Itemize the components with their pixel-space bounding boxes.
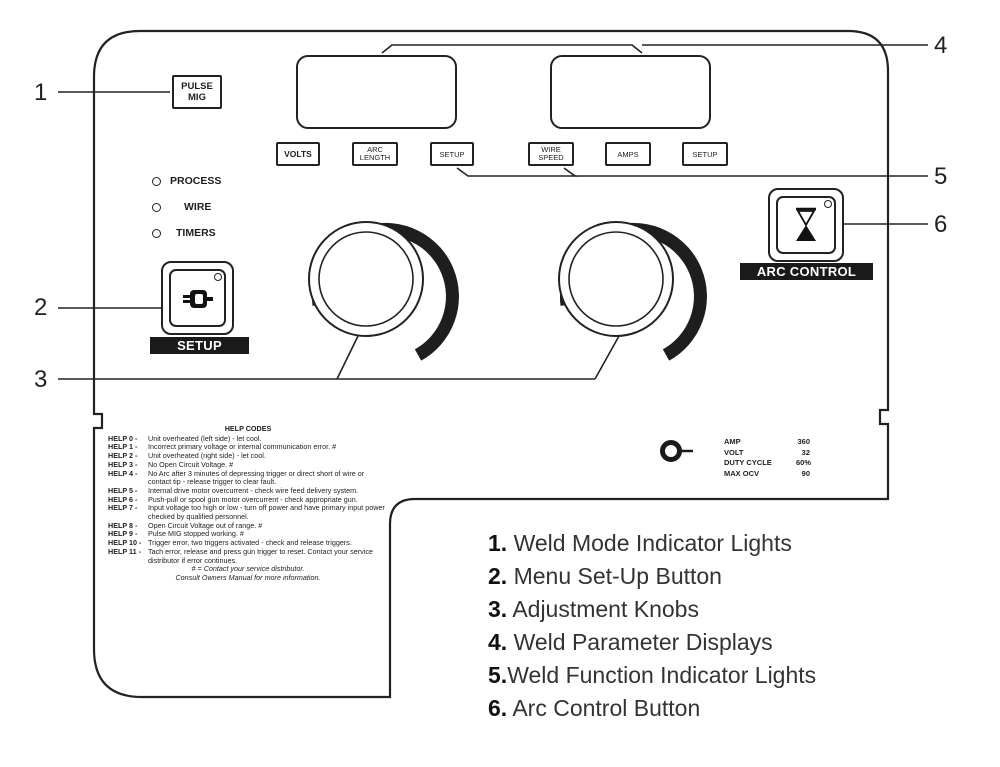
help-row: HELP 11 -Tach error, release and press g… <box>108 546 373 565</box>
help-row: HELP 7 -Input voltage too high or low - … <box>108 503 385 522</box>
help-row: HELP 10 -Trigger error, two triggers act… <box>108 538 352 548</box>
legend-item: 2. Menu Set-Up Button <box>488 563 722 589</box>
callout-1: 1 <box>34 79 48 106</box>
help-row: HELP 5 -Internal drive motor overcurrent… <box>108 485 359 495</box>
help-row: HELP 0 -Unit overheated (left side) - le… <box>108 433 262 443</box>
legend-item: 5.Weld Function Indicator Lights <box>488 662 817 688</box>
callout-2: 2 <box>34 294 48 321</box>
led-icon <box>152 202 161 212</box>
panel-outline <box>92 29 890 699</box>
callout-leader-lines <box>58 44 928 380</box>
help-row: HELP 3 -No Open Circuit Voltage. # <box>108 459 234 469</box>
legend-item: 4. Weld Parameter Displays <box>488 629 773 655</box>
help-codes-title: HELP CODES <box>224 424 272 433</box>
help-row: HELP 4 -No Arc after 3 minutes of depres… <box>108 468 365 487</box>
help-footnote: # = Contact your service distributor. <box>191 564 305 574</box>
legend: 1. Weld Mode Indicator Lights 2. Menu Se… <box>488 527 816 725</box>
led-wire: WIRE <box>152 201 211 213</box>
amps-button[interactable]: AMPS <box>605 142 651 166</box>
callout-3: 3 <box>34 366 48 393</box>
arc-length-button[interactable]: ARC LENGTH <box>352 142 398 166</box>
help-codes-table: HELP CODES HELP 0 -Unit overheated (left… <box>108 424 388 583</box>
arc-control-bar-label: ARC CONTROL <box>740 263 873 280</box>
help-row: HELP 9 -Pulse MIG stopped working. # <box>108 529 244 539</box>
setup-button-right[interactable]: SETUP <box>682 142 728 166</box>
wire-speed-button[interactable]: WIRE SPEED <box>528 142 574 166</box>
led-icon <box>152 228 161 238</box>
led-process: PROCESS <box>152 175 221 187</box>
led-icon <box>824 200 832 208</box>
output-terminal-icon <box>660 440 693 462</box>
callout-5: 5 <box>934 163 948 190</box>
legend-item: 6. Arc Control Button <box>488 695 701 721</box>
setup-button-left[interactable]: SETUP <box>430 142 474 166</box>
callout-4: 4 <box>934 32 948 59</box>
weld-parameter-display-left <box>296 55 457 129</box>
callout-6: 6 <box>934 211 948 238</box>
hourglass-icon <box>796 207 816 241</box>
help-row: HELP 1 -Incorrect primary voltage or int… <box>108 442 337 452</box>
pulse-mig-indicator[interactable]: PULSE MIG <box>172 75 222 109</box>
help-row: HELP 8 -Open Circuit Voltage out of rang… <box>108 520 263 530</box>
weld-parameter-display-right <box>550 55 711 129</box>
help-row: HELP 6 -Push-pull or spool gun motor ove… <box>108 494 358 504</box>
led-timers: TIMERS <box>152 227 216 239</box>
legend-item: 1. Weld Mode Indicator Lights <box>488 530 792 556</box>
led-icon <box>214 273 222 281</box>
led-icon <box>152 176 161 186</box>
plug-icon <box>183 290 213 308</box>
help-footer: Consult Owners Manual for more informati… <box>175 572 321 582</box>
adjustment-knob-left <box>308 221 459 361</box>
adjustment-knob-right <box>558 221 707 361</box>
help-row: HELP 2 -Unit overheated (right side) - l… <box>108 451 266 461</box>
volts-button[interactable]: VOLTS <box>276 142 320 166</box>
arc-control-button[interactable] <box>768 188 844 262</box>
setup-menu-button[interactable] <box>161 261 234 335</box>
setup-bar-label: SETUP <box>150 337 249 354</box>
legend-item: 3. Adjustment Knobs <box>488 596 699 622</box>
